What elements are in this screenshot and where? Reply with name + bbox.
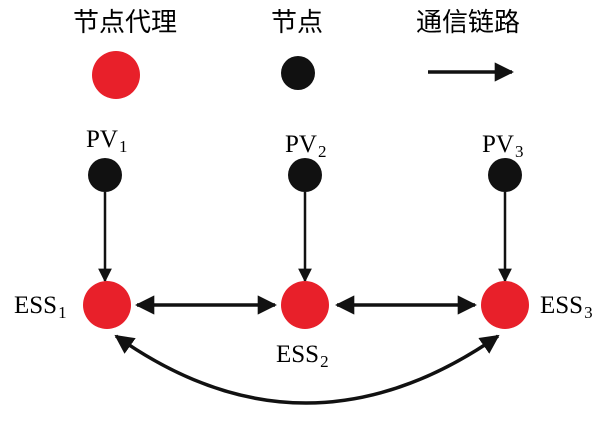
node-ess3 [481, 281, 529, 329]
legend-agent-marker [92, 51, 140, 99]
node-labels: PV1 PV2 PV3 ESS1 ESS2 ESS3 [14, 126, 593, 371]
links-layer [98, 192, 512, 405]
legend-node-label: 节点 [271, 8, 323, 38]
nodes-layer [83, 158, 529, 329]
label-ess1: ESS1 [14, 292, 67, 322]
node-pv1 [88, 158, 122, 192]
legend: 节点代理 节点 通信链路 [73, 8, 520, 99]
label-pv2: PV2 [285, 131, 326, 161]
label-pv3: PV3 [482, 131, 523, 161]
node-ess2 [281, 281, 329, 329]
label-ess3: ESS3 [540, 292, 593, 322]
node-ess1 [83, 281, 131, 329]
node-pv2 [288, 158, 322, 192]
link-ess1-ess3 [114, 334, 500, 405]
label-pv1: PV1 [86, 126, 127, 156]
legend-link-label: 通信链路 [416, 8, 520, 38]
legend-node-marker [281, 56, 315, 90]
label-ess2: ESS2 [276, 341, 329, 371]
node-pv3 [488, 158, 522, 192]
legend-agent-label: 节点代理 [73, 8, 177, 38]
